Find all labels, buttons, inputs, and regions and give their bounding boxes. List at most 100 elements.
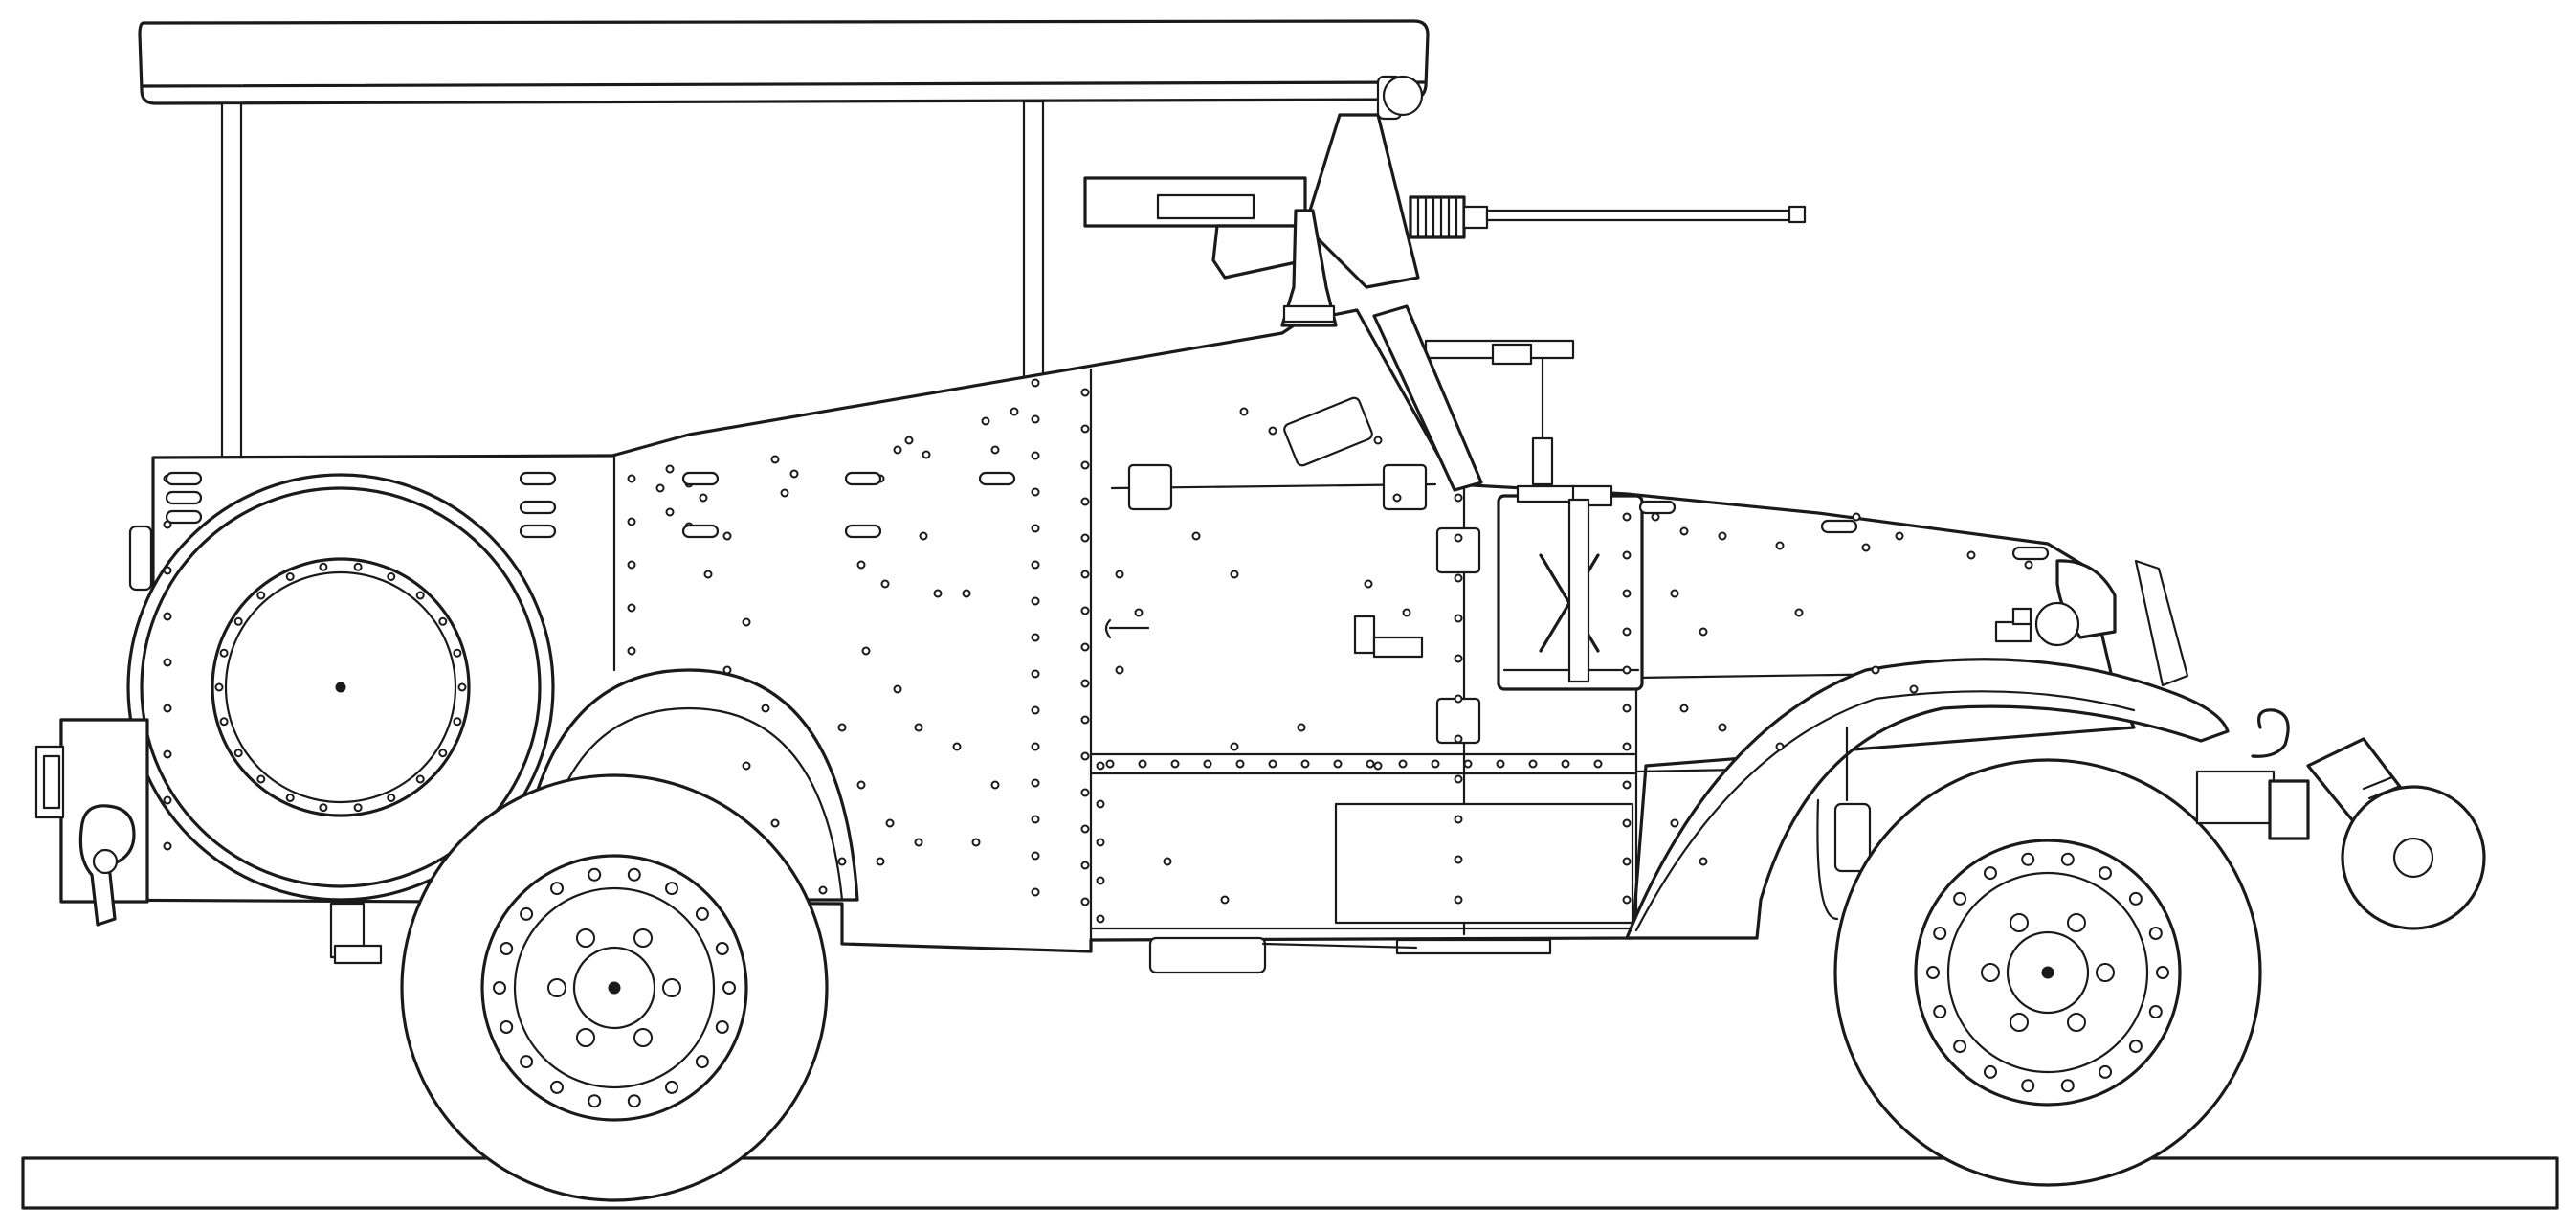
hull-rivet: [163, 795, 172, 805]
hull-rivet: [1895, 531, 1904, 541]
hull-rivet: [1220, 895, 1230, 905]
hull-rivet: [1080, 460, 1090, 470]
hull-rivet: [1670, 818, 1679, 828]
rear-wheel: [400, 668, 859, 1202]
wheel-stud: [2099, 1064, 2112, 1079]
hull-rivet: [1031, 560, 1040, 570]
hull-handle: [1820, 519, 1858, 534]
hull-rivet: [1775, 742, 1785, 751]
hub-nut: [1981, 963, 2000, 982]
antenna-mount: [1424, 339, 1575, 486]
hull-rivet: [163, 749, 172, 759]
hull-rivet: [1080, 424, 1090, 434]
hull-rivet: [1080, 824, 1090, 834]
hull-rivet: [627, 517, 636, 526]
hull-rivet: [1333, 759, 1343, 769]
hull-rivet: [1622, 589, 1632, 598]
wheel-stud: [2128, 891, 2143, 906]
hull-rivet: [1031, 815, 1040, 824]
rim-rivet: [233, 749, 243, 758]
rim-rivet: [415, 774, 425, 784]
hull-rivet: [1080, 788, 1090, 797]
hull-rivet: [818, 885, 828, 895]
hull-rivet: [1718, 723, 1727, 732]
wheel-stud: [1926, 966, 1940, 979]
rim-rivet: [319, 562, 328, 571]
hub-nut: [576, 928, 595, 948]
hull-rivet: [952, 742, 962, 751]
hull-rivet: [1909, 684, 1919, 694]
hull-rivet: [780, 488, 789, 498]
rim-rivet: [285, 794, 295, 802]
wheel-stud: [2021, 1079, 2035, 1093]
hull-rivet: [914, 723, 923, 732]
hull-rivet: [1679, 526, 1689, 536]
hull-rivet: [885, 818, 895, 828]
hull-rivet: [1031, 705, 1040, 715]
hub-nut: [576, 1028, 595, 1047]
hub-nut: [2067, 1013, 2086, 1032]
hull-rivet: [962, 589, 971, 598]
hull-rivet: [1297, 723, 1306, 732]
hull-rivet: [1080, 606, 1090, 615]
hull-rivet: [1235, 759, 1245, 769]
hub-nut: [547, 978, 566, 997]
rim-rivet: [219, 648, 229, 658]
hull-rivet: [163, 612, 172, 621]
hull-rivet: [1454, 855, 1463, 864]
wheel-stud: [2021, 852, 2035, 866]
hull-rivet: [1454, 654, 1463, 663]
hull-rivet: [1080, 570, 1090, 579]
hull-rivet: [1463, 759, 1473, 769]
hull-rivet: [1718, 531, 1727, 541]
wheel-stud: [1953, 1040, 1967, 1054]
hull-rivet: [1699, 627, 1708, 637]
hull-handle: [681, 524, 720, 539]
rim-rivet: [415, 591, 425, 600]
hull-handle: [519, 500, 557, 515]
wheel-stud: [550, 882, 564, 896]
hull-rivet: [856, 780, 866, 790]
hull-rivet: [1454, 614, 1463, 623]
hull-rivet: [665, 464, 675, 474]
hull-rivet: [933, 589, 943, 598]
hull-rivet: [1031, 742, 1040, 751]
hull-rivet: [856, 560, 866, 570]
wheel-stud: [520, 1055, 534, 1069]
wheel-stud: [695, 906, 709, 921]
rim-rivet: [453, 648, 462, 658]
rim-rivet: [453, 717, 462, 727]
hull-rivet: [1454, 533, 1463, 543]
hull-rivet: [1239, 407, 1249, 416]
hull-rivet: [1454, 493, 1463, 503]
hull-rivet: [163, 566, 172, 575]
rim-rivet: [387, 794, 396, 802]
hull-rivet: [837, 857, 847, 866]
hull-rivet: [1392, 493, 1402, 503]
front-roller-and-hook: [2195, 708, 2486, 930]
front-fender: [1625, 559, 2230, 940]
hull-rivet: [1794, 608, 1804, 617]
hull-rivet: [1191, 531, 1201, 541]
wheel-stud: [715, 1020, 729, 1034]
hull-rivet: [1031, 887, 1040, 897]
hull-rivet: [1373, 436, 1383, 445]
wheel-stud: [500, 1020, 514, 1034]
hull-rivet: [742, 761, 751, 771]
hull-rivet: [1096, 914, 1105, 924]
hull-rivet: [1010, 407, 1019, 416]
hull-rivet: [914, 838, 923, 847]
canopy-support-rear: [220, 101, 243, 498]
hull-rivet: [1871, 665, 1880, 675]
hull-rivet: [837, 723, 847, 732]
hull-rivet: [1031, 851, 1040, 861]
hull-rivet: [1651, 512, 1660, 522]
hull-rivet: [703, 570, 713, 579]
hull-rivet: [1080, 897, 1090, 906]
hull-rivet: [163, 704, 172, 713]
wheel-stud: [665, 1080, 678, 1094]
rim-rivet: [256, 774, 266, 784]
jerrycan: [1497, 484, 1644, 691]
wheel-stud: [1984, 866, 1997, 881]
